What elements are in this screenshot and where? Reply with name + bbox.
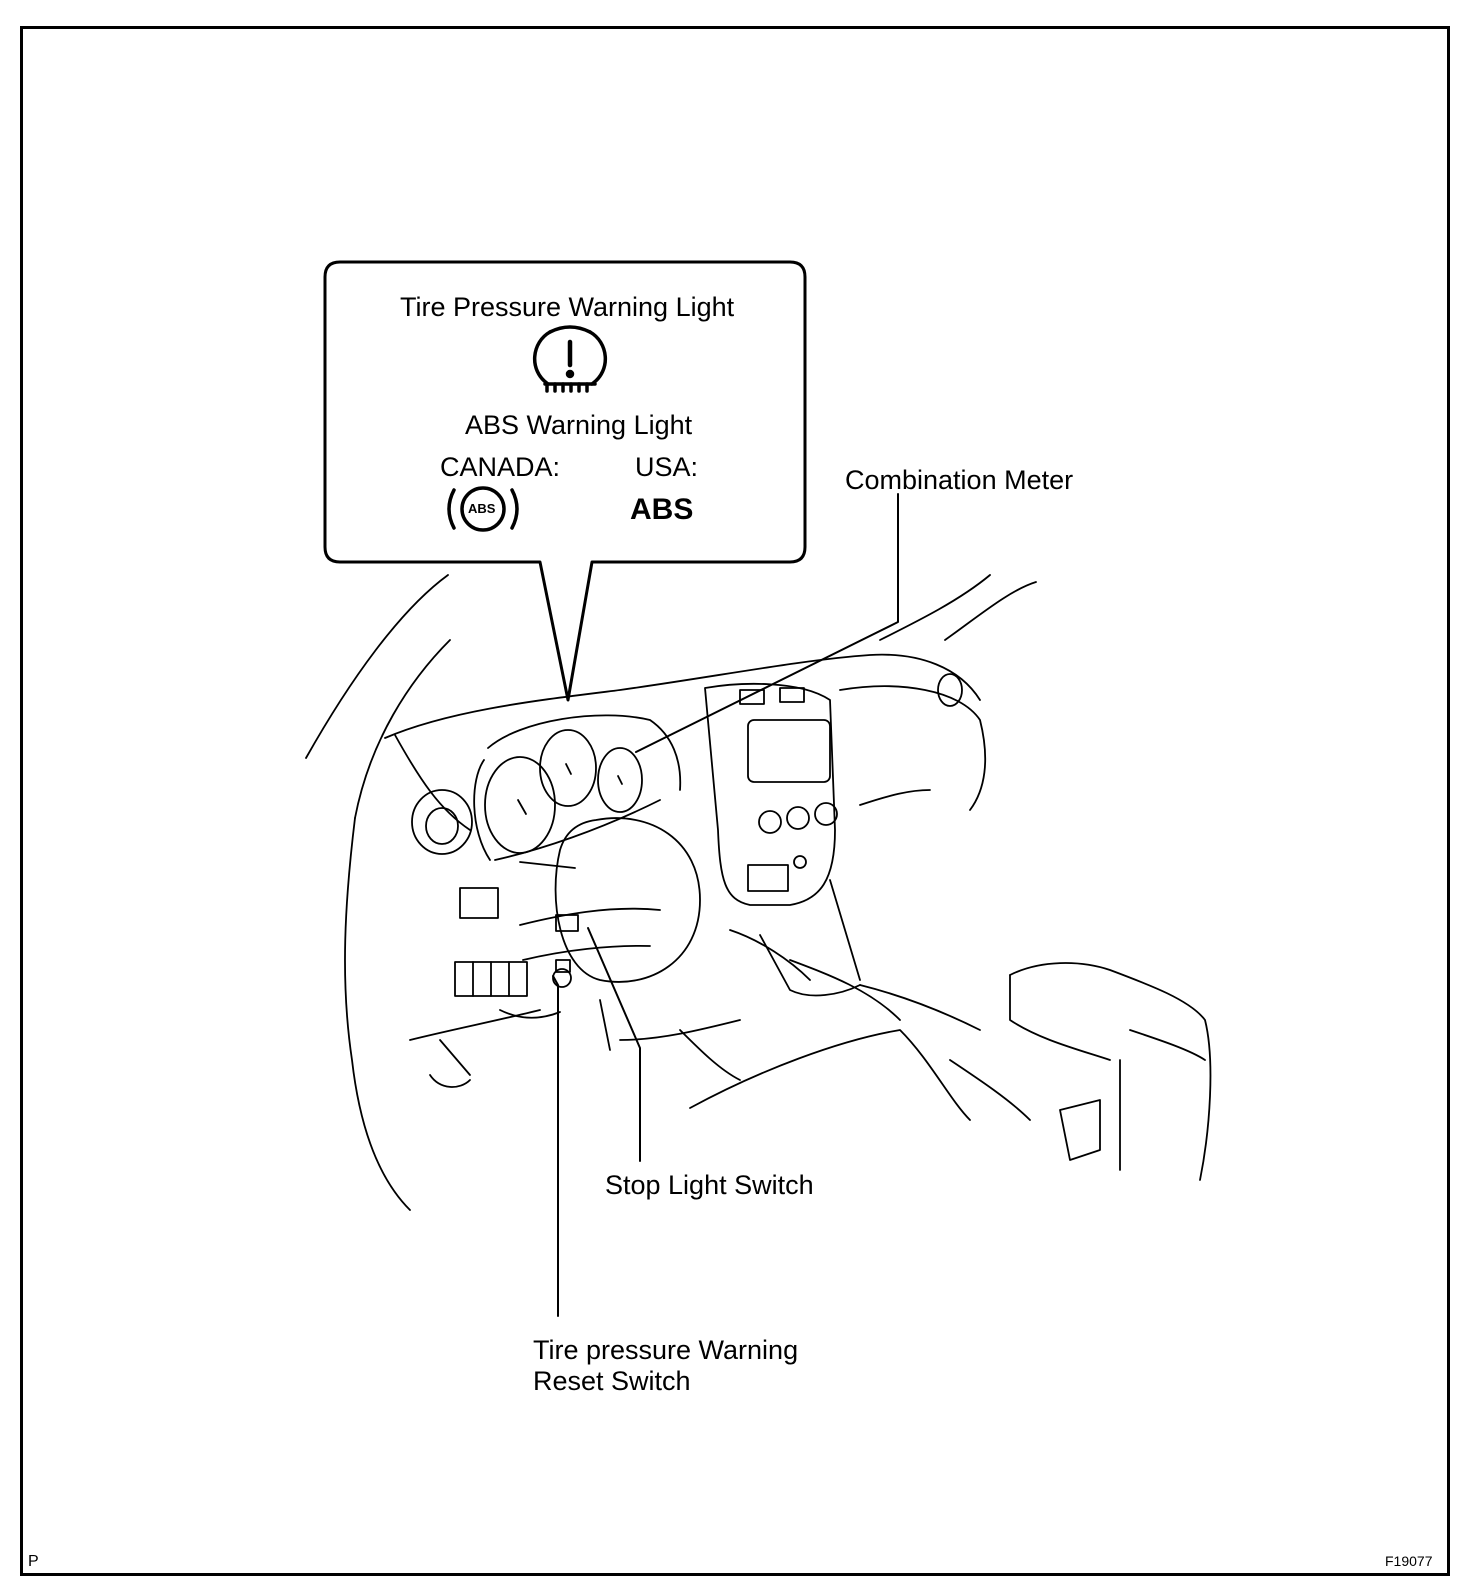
combination-meter-leader	[635, 493, 899, 753]
callout-box	[323, 260, 807, 702]
reset-switch-label-line2: Reset Switch	[533, 1366, 691, 1396]
combination-meter-label: Combination Meter	[845, 465, 1074, 495]
dashboard-line-art	[305, 574, 1212, 1211]
usa-abs-symbol: ABS	[630, 493, 694, 526]
canada-abs-symbol-text: ABS	[468, 501, 496, 516]
reset-switch-label-line1: Tire pressure Warning	[533, 1335, 799, 1365]
figure-id: F19077	[1385, 1553, 1433, 1569]
usa-label: USA:	[635, 452, 699, 482]
abs-warning-icon	[447, 486, 519, 532]
reset-switch-leader	[552, 975, 559, 1317]
abs-warning-light-title: ABS Warning Light	[465, 410, 693, 440]
tire-pressure-warning-light-title: Tire Pressure Warning Light	[400, 292, 735, 322]
corner-mark-p: P	[28, 1553, 39, 1570]
stop-light-switch-leader	[587, 927, 641, 1162]
stop-light-switch-label: Stop Light Switch	[605, 1170, 814, 1200]
figure-frame	[20, 26, 1450, 1576]
leader-lines	[552, 493, 899, 1317]
canada-label: CANADA:	[440, 452, 561, 482]
tire-pressure-warning-icon	[532, 325, 608, 393]
